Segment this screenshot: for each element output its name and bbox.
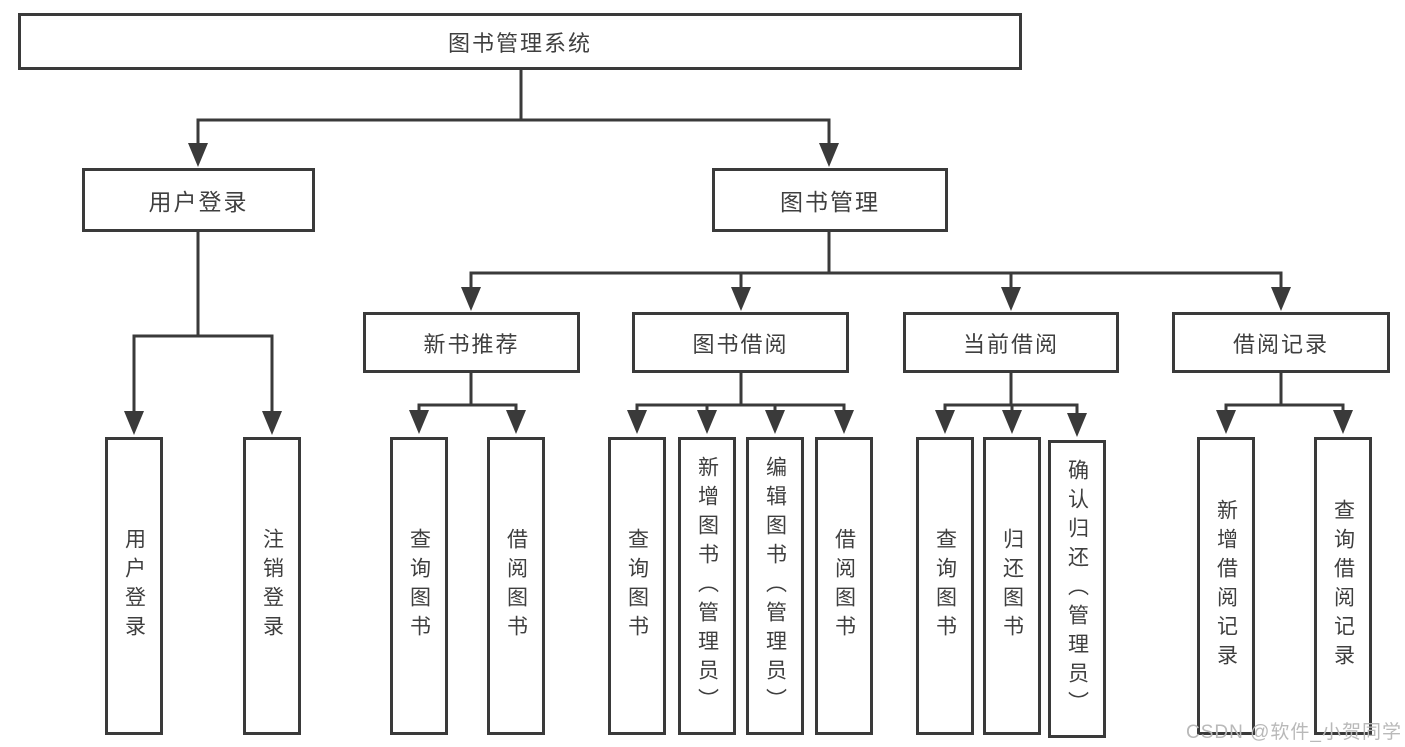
leaf-query-books-borrow: 查询图书 [608,437,666,735]
leaf-return-books: 归还图书 [983,437,1041,735]
leaf-label: 查询借阅记录 [1331,499,1355,673]
connector-book-management-branch [461,230,1291,311]
leaf-label: 用户登录 [122,528,146,644]
leaf-label: 借阅图书 [832,528,856,644]
leaf-query-books-current: 查询图书 [916,437,974,735]
leaf-label: 确认归还（管理员） [1065,458,1089,720]
connector-current-borrow-group [935,371,1087,437]
leaf-label: 新增借阅记录 [1214,499,1238,673]
leaf-logout: 注销登录 [243,437,301,735]
node-current-borrowing: 当前借阅 [903,312,1119,373]
leaf-label: 查询图书 [933,528,957,644]
leaf-label: 查询图书 [625,528,649,644]
leaf-label: 借阅图书 [504,528,528,644]
leaf-label: 编辑图书（管理员） [763,455,787,717]
leaf-user-login: 用户登录 [105,437,163,735]
node-label: 新书推荐 [423,331,520,357]
leaf-label: 新增图书（管理员） [695,455,719,717]
leaf-confirm-return-admin: 确认归还（管理员） [1048,440,1106,738]
leaf-label: 查询图书 [407,528,431,644]
node-label: 图书管理 [780,189,880,215]
node-label: 当前借阅 [962,331,1059,357]
leaf-edit-books-admin: 编辑图书（管理员） [746,437,804,735]
connector-borrow-record-group [1216,371,1353,434]
node-library-management-system: 图书管理系统 [18,13,1022,70]
connector-new-book-group [409,371,526,434]
node-book-borrowing: 图书借阅 [632,312,849,373]
node-label: 借阅记录 [1232,331,1329,357]
leaf-borrow-books: 借阅图书 [815,437,873,735]
connector-user-login-branch [124,230,282,435]
node-label: 图书管理系统 [447,30,592,56]
leaf-query-borrow-record: 查询借阅记录 [1314,437,1372,735]
leaf-query-books-recommend: 查询图书 [390,437,448,735]
csdn-watermark: CSDN @软件_小贺同学 [1186,722,1402,743]
leaf-label: 注销登录 [260,528,284,644]
node-label: 用户登录 [148,189,249,215]
connector-book-borrow-group [627,371,854,434]
node-new-book-recommendation: 新书推荐 [363,312,580,373]
leaf-add-books-admin: 新增图书（管理员） [678,437,736,735]
leaf-borrow-books-recommend: 借阅图书 [487,437,545,735]
node-user-login: 用户登录 [82,168,315,232]
leaf-label: 归还图书 [1000,528,1024,644]
node-label: 图书借阅 [692,331,789,357]
leaf-add-borrow-record: 新增借阅记录 [1197,437,1255,735]
node-borrowing-records: 借阅记录 [1172,312,1390,373]
connector-root-split [188,68,839,167]
node-book-management: 图书管理 [712,168,948,232]
